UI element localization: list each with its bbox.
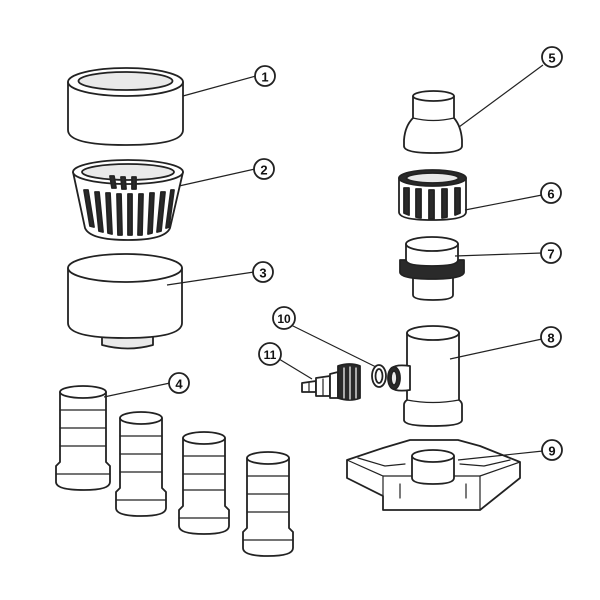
part-5-tapered-reducer [403,90,463,154]
part-10-o-ring [371,364,387,388]
leader-lines [103,64,544,461]
leader-line-5 [458,64,544,128]
callout-label-2: 2 [260,163,267,178]
leader-line-3 [166,271,255,286]
hose-adapter-3 [178,431,230,535]
hose-adapter-2 [115,411,167,517]
callout-9: 9 [541,439,563,461]
callout-6: 6 [540,182,562,204]
callout-label-8: 8 [547,331,554,346]
callout-label-5: 5 [548,51,555,66]
callout-1: 1 [254,65,276,87]
leader-line-9 [457,450,544,461]
callout-label-9: 9 [548,444,555,459]
leader-line-4 [103,382,171,398]
callout-8: 8 [540,326,562,348]
part-1-ring-cap [67,67,184,146]
callout-label-10: 10 [277,312,291,326]
leader-line-2 [178,168,256,187]
leader-line-8 [449,338,543,360]
leader-line-1 [182,75,257,97]
callout-label-7: 7 [547,247,554,262]
callout-2: 2 [253,158,275,180]
leader-line-7 [454,252,543,257]
leader-line-6 [464,194,543,211]
callout-10: 10 [272,306,296,330]
callouts: 1 2 3 4 5 6 7 8 [168,46,563,461]
callout-label-1: 1 [261,70,268,85]
part-8-t-piece [387,325,463,427]
part-9-base-plate [346,439,521,511]
callout-5: 5 [541,46,563,68]
callout-label-3: 3 [259,266,266,281]
callout-4: 4 [168,372,190,394]
nut-ribs [403,187,461,220]
strainer-slots [83,175,175,236]
leader-line-11 [278,358,313,380]
part-6-union-nut [398,169,467,221]
callout-label-4: 4 [175,377,183,392]
part-2-strainer-basket [72,159,184,241]
callout-label-11: 11 [264,348,277,362]
part-3-housing [67,253,183,350]
part-11-barbed-nozzle [301,363,361,401]
callout-7: 7 [540,242,562,264]
callout-label-6: 6 [547,187,554,202]
part-4-hose-adapters [55,385,294,557]
callout-3: 3 [252,261,274,283]
part-7-union-tail [399,236,465,301]
callout-11: 11 [258,342,282,366]
hose-adapter-4 [242,451,294,557]
leader-line-10 [290,324,377,368]
hose-adapter-1 [55,385,111,491]
